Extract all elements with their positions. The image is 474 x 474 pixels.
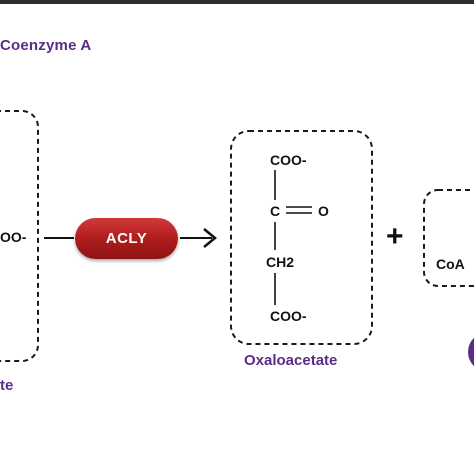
oxaloacetate-carbonyl-carbon: C [270,203,281,219]
reaction-arrow-head [203,228,217,248]
plus-sign: + [386,220,404,253]
oxaloacetate-ch2: CH2 [266,254,295,270]
top-border [0,0,474,4]
enzyme-acly-pill: ACLY [75,218,178,259]
purple-badge [468,337,474,367]
left-molecule-box [0,110,39,362]
oxaloacetate-box [230,130,373,345]
right-molecule-fragment: CoA [436,256,465,272]
oxaloacetate-caption: Oxaloacetate [244,352,338,369]
oxaloacetate-top-carboxylate: COO- [270,152,307,168]
oxaloacetate-bottom-carboxylate: COO- [270,308,307,324]
enzyme-label: ACLY [105,230,148,247]
left-molecule-caption: te [0,377,14,394]
diagram-heading: Coenzyme A [0,37,92,54]
left-molecule-fragment: OO- [0,229,27,245]
oxaloacetate-carbonyl-oxygen: O [318,203,329,219]
right-molecule-box [423,189,474,287]
